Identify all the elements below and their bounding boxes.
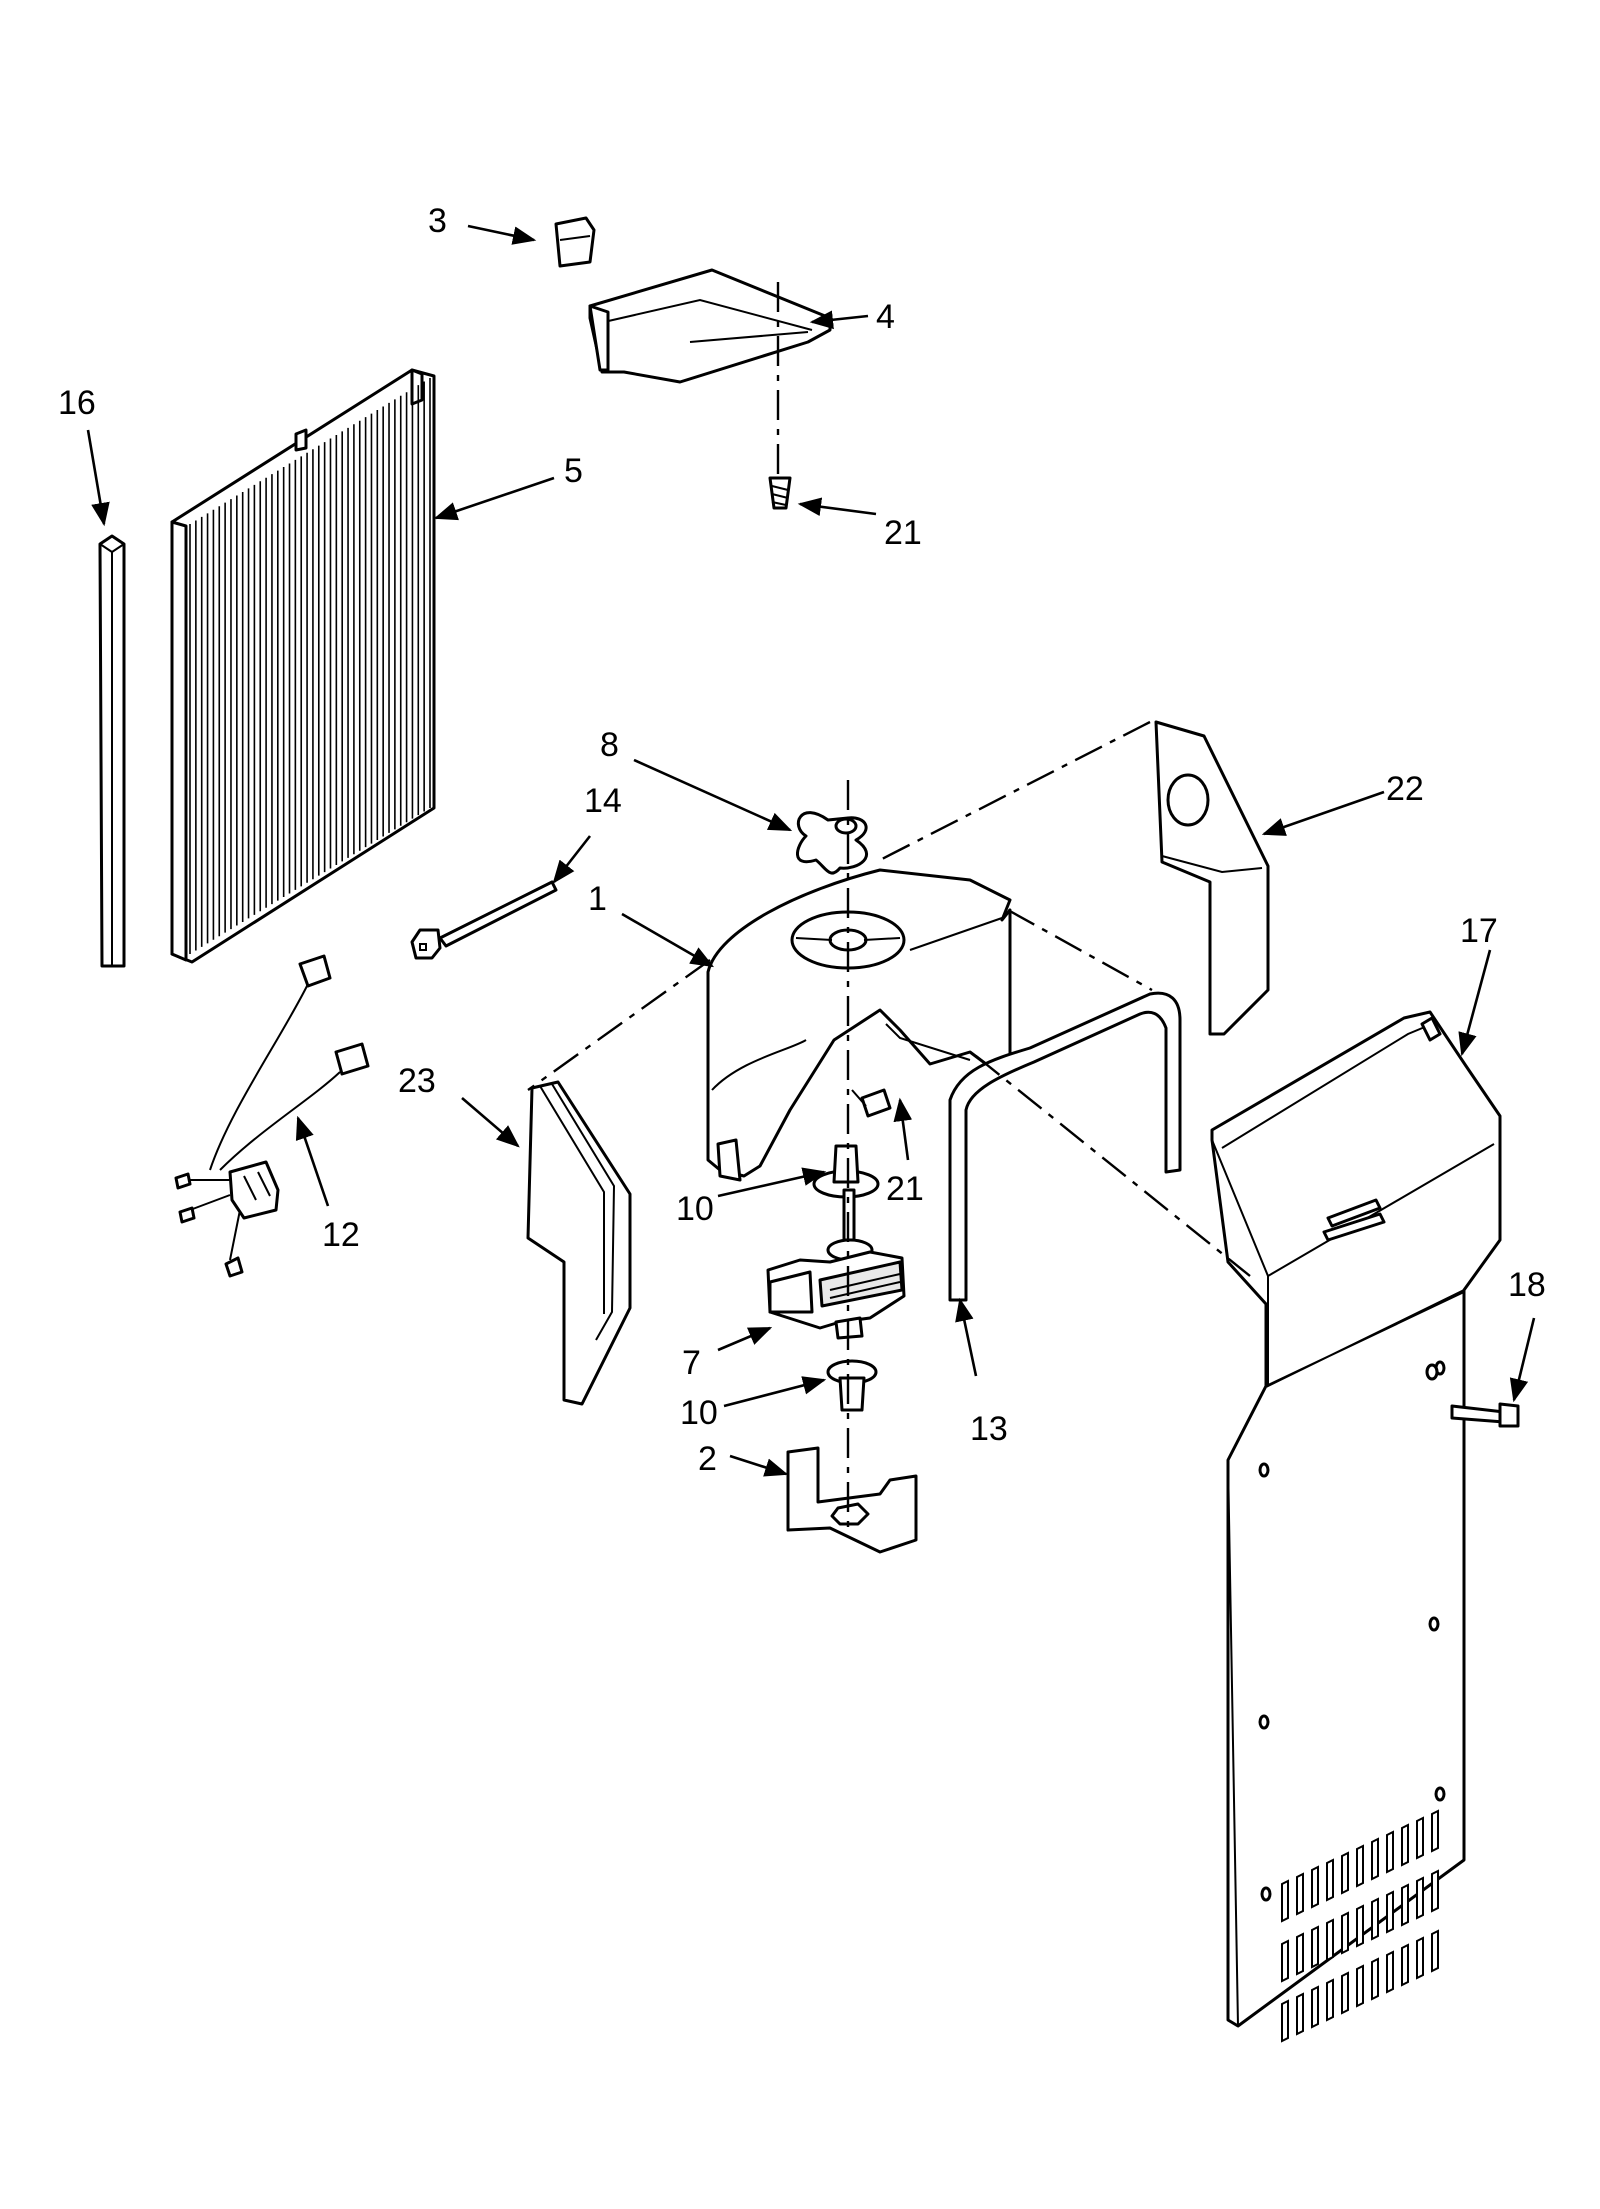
- part-22-side-plate: [1154, 720, 1270, 1036]
- vent-slot: [1416, 1816, 1424, 1860]
- vent-slot: [1296, 1992, 1304, 2036]
- vent-slot: [1416, 1936, 1424, 1980]
- vent-slot: [1341, 1851, 1349, 1895]
- callouts: 3 4 16 5 21 8 14 1 22 17 23 21 10 12 7 1…: [58, 202, 1546, 1478]
- vent-slot: [1431, 1929, 1439, 1973]
- part-10-grommet-upper: [812, 1144, 880, 1199]
- callout-10-upper: 10: [676, 1190, 714, 1228]
- part-4-bracket: [588, 268, 832, 384]
- vent-slot: [1326, 1858, 1334, 1902]
- leaders: [86, 224, 1536, 1477]
- callout-12: 12: [322, 1216, 360, 1254]
- part-17-rear-panel: [1210, 1010, 1502, 2043]
- vent-slot: [1281, 1879, 1289, 1923]
- vent-slot: [1356, 1904, 1364, 1948]
- callout-22: 22: [1386, 770, 1424, 808]
- vent-slot: [1341, 1911, 1349, 1955]
- callout-7: 7: [682, 1344, 701, 1382]
- part-7-fan-motor: [766, 1188, 906, 1340]
- vent-slot: [1311, 1865, 1319, 1909]
- callout-21-mid: 21: [886, 1170, 924, 1208]
- vent-slot: [1371, 1957, 1379, 2001]
- rear-panel-vents: [1281, 1809, 1439, 2043]
- vent-slot: [1431, 1869, 1439, 1913]
- callout-1: 1: [588, 880, 607, 918]
- vent-slot: [1371, 1837, 1379, 1881]
- vent-slot: [1311, 1925, 1319, 1969]
- vent-slot: [1296, 1932, 1304, 1976]
- callout-21-top: 21: [884, 514, 922, 552]
- vent-slot: [1386, 1890, 1394, 1934]
- vent-slot: [1281, 1999, 1289, 2043]
- part-21-screw-top: [768, 476, 792, 510]
- part-23-side-panel: [526, 1080, 632, 1406]
- callout-23: 23: [398, 1062, 436, 1100]
- callout-2: 2: [698, 1440, 717, 1478]
- callout-10-lower: 10: [680, 1394, 718, 1432]
- vent-slot: [1356, 1844, 1364, 1888]
- vent-slot: [1281, 1939, 1289, 1983]
- part-18-screw: [1425, 1363, 1520, 1428]
- part-10-grommet-lower: [826, 1359, 878, 1412]
- vent-slot: [1326, 1978, 1334, 2022]
- vent-slot: [1326, 1918, 1334, 1962]
- callout-8: 8: [600, 726, 619, 764]
- assembly-lines: [527, 282, 1251, 1530]
- part-1-fan-shroud: [706, 868, 1012, 1182]
- part-14-cable-tie: [410, 880, 558, 960]
- part-13-duct-frame: [948, 991, 1182, 1302]
- vent-slot: [1401, 1883, 1409, 1927]
- callout-18: 18: [1508, 1266, 1546, 1304]
- part-16-strip: [98, 534, 126, 968]
- vent-slot: [1341, 1971, 1349, 2015]
- part-12-wire-harness: [174, 954, 370, 1278]
- vent-slot: [1386, 1950, 1394, 1994]
- vent-slot: [1371, 1897, 1379, 1941]
- callout-4: 4: [876, 298, 895, 336]
- vent-slot: [1386, 1830, 1394, 1874]
- callout-5: 5: [564, 452, 583, 490]
- part-8-fan-blade: [796, 811, 868, 875]
- vent-slot: [1416, 1876, 1424, 1920]
- callout-17: 17: [1460, 912, 1498, 950]
- callout-13: 13: [970, 1410, 1008, 1448]
- part-5-condenser: [170, 368, 436, 964]
- vent-slot: [1401, 1823, 1409, 1867]
- part-21-screw-mid: [851, 1088, 892, 1118]
- vent-slot: [1401, 1943, 1409, 1987]
- condenser-fins: [189, 378, 431, 954]
- vent-slot: [1431, 1809, 1439, 1853]
- vent-slot: [1311, 1985, 1319, 2029]
- callout-16: 16: [58, 384, 96, 422]
- vent-slot: [1356, 1964, 1364, 2008]
- part-3-clip: [554, 216, 596, 268]
- callout-3: 3: [428, 202, 447, 240]
- vent-slot: [1296, 1872, 1304, 1916]
- part-2-bracket: [786, 1446, 918, 1554]
- callout-14: 14: [584, 782, 622, 820]
